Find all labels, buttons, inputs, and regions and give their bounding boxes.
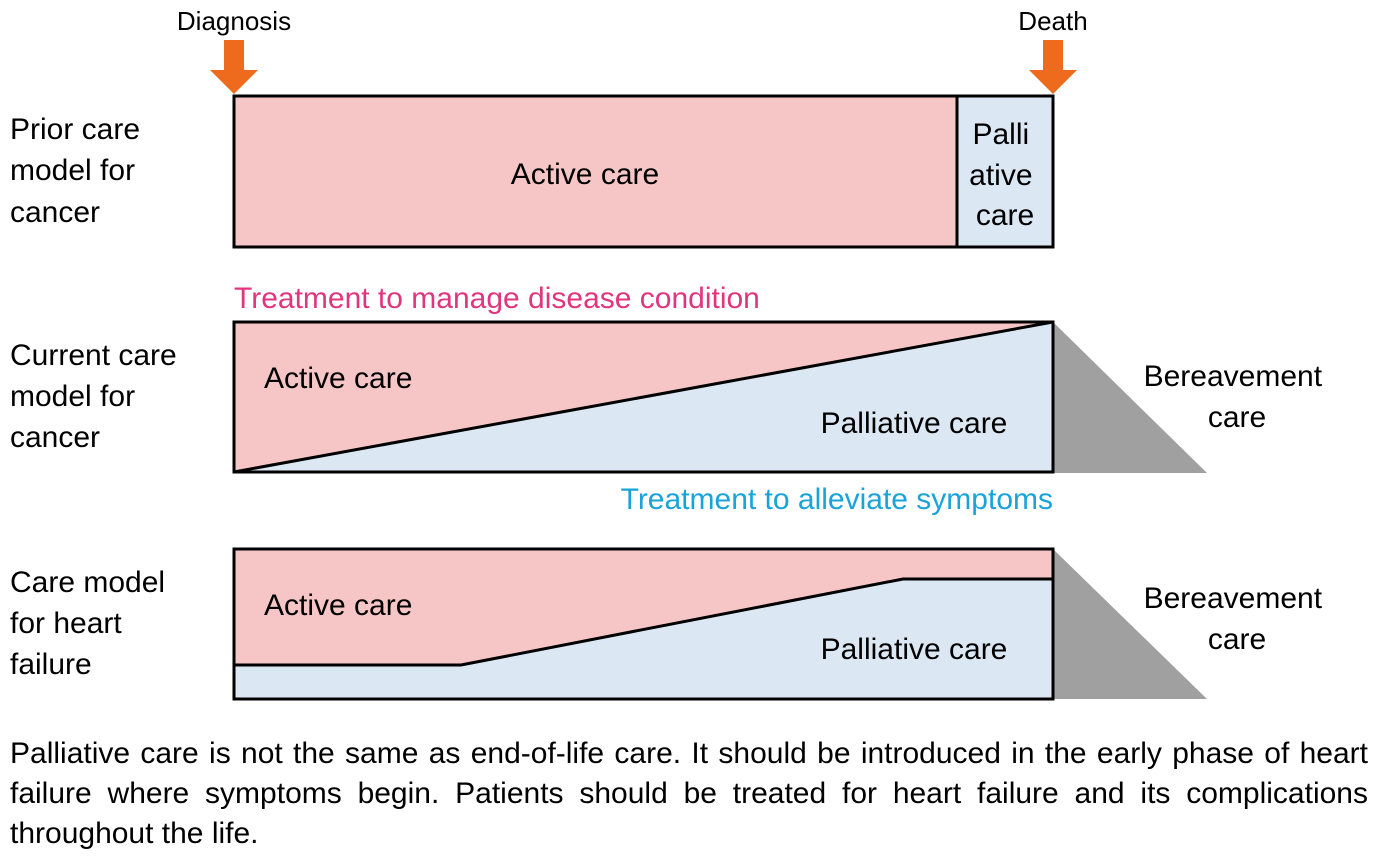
heart-palliative-care-area — [234, 579, 1053, 699]
death-arrow-icon — [1029, 40, 1077, 94]
prior-active-care-block — [232, 94, 959, 249]
diagnosis-label: Diagnosis — [177, 6, 291, 36]
heart-bereavement-wedge — [1053, 549, 1207, 699]
current-care-model-label: Current care model for cancer — [10, 339, 185, 454]
heart-failure-care-model-row: Care model for heart failure Active care… — [10, 547, 1331, 701]
prior-active-care-text: Active care — [511, 158, 659, 191]
current-active-care-text: Active care — [264, 362, 412, 395]
treatment-symptoms-label: Treatment to alleviate symptoms — [621, 483, 1053, 516]
heart-active-care-text: Active care — [264, 589, 412, 622]
current-care-model-row: Treatment to manage disease condition Cu… — [10, 282, 1331, 516]
prior-care-model-label: Prior care model for cancer — [10, 113, 148, 229]
heart-failure-care-model-label: Care model for heart failure — [10, 566, 173, 681]
death-label: Death — [1018, 6, 1087, 36]
prior-palliative-care-text: Palli ative care — [969, 118, 1041, 232]
heart-bereavement-care-text: Bereavement care — [1144, 582, 1331, 656]
prior-care-model-row: Prior care model for cancer Active care … — [10, 94, 1055, 249]
treatment-disease-label: Treatment to manage disease condition — [234, 282, 760, 315]
current-bereavement-care-text: Bereavement care — [1144, 360, 1331, 434]
current-bereavement-wedge — [1053, 322, 1207, 473]
diagnosis-arrow-icon — [210, 40, 258, 94]
current-care-frame — [232, 320, 1055, 474]
prior-palliative-care-block — [955, 94, 1055, 249]
caption-text: Palliative care is not the same as end-o… — [10, 737, 1368, 850]
heart-palliative-care-text: Palliative care — [821, 633, 1008, 666]
current-palliative-care-text: Palliative care — [821, 407, 1008, 440]
heart-transition-line — [234, 577, 1053, 667]
heart-active-care-area — [234, 549, 1053, 665]
heart-care-frame — [232, 547, 1055, 701]
current-transition-line — [233, 320, 1054, 474]
